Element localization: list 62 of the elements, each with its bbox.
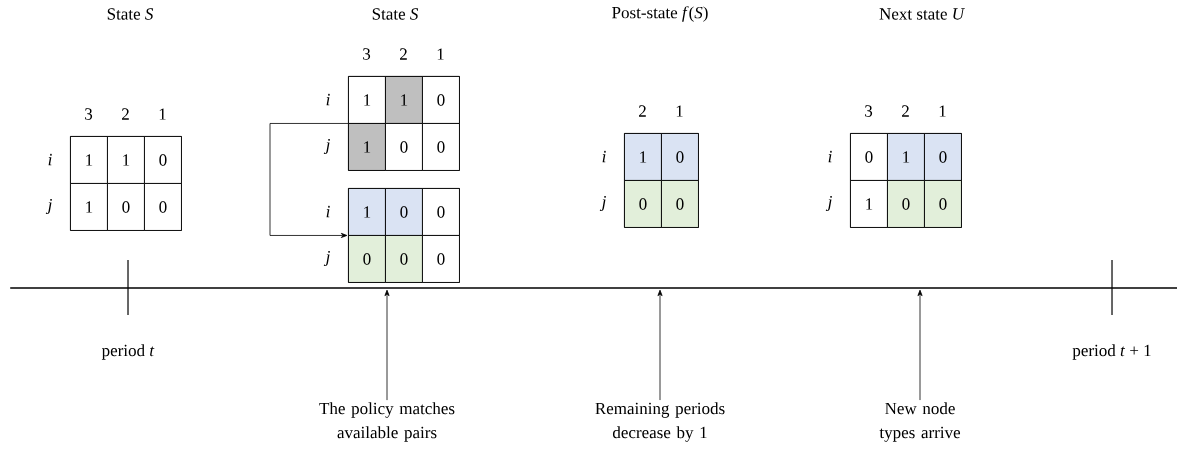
table-cell: 0 [107, 183, 145, 231]
column-header: 1 [939, 105, 946, 117]
row-label: j [323, 251, 330, 266]
arrow [917, 289, 923, 401]
row-label: j [323, 139, 330, 154]
column-header: 3 [85, 108, 93, 120]
row-label: i [602, 150, 606, 163]
table-cell: 0 [850, 133, 888, 181]
row-label: i [326, 93, 330, 106]
table-cell: 0 [422, 123, 460, 171]
column-header: 3 [865, 105, 873, 117]
column-header: 2 [400, 48, 407, 60]
table-cell: 0 [422, 235, 460, 283]
arrow [384, 289, 390, 401]
column-header: 3 [363, 48, 371, 60]
table-cell: 0 [887, 180, 925, 228]
table-cell: 0 [924, 133, 962, 181]
table-cell: 1 [70, 183, 108, 231]
annotation-text: New node types arrive [879, 402, 960, 442]
table-cell: 1 [348, 188, 386, 236]
row-label: i [828, 150, 832, 163]
table-cell: 0 [624, 180, 662, 228]
row-label: j [45, 199, 52, 214]
table-cell: 0 [661, 133, 699, 181]
table-cell: 0 [385, 235, 423, 283]
column-header: 2 [122, 108, 129, 120]
table-cell: 1 [850, 180, 888, 228]
table-cell: 0 [385, 123, 423, 171]
column-header: 1 [437, 48, 444, 60]
table-cell: 0 [661, 180, 699, 228]
state-title: State S [107, 8, 154, 20]
table-cell: 0 [385, 188, 423, 236]
table-cell: 0 [144, 136, 182, 184]
table-cell: 1 [70, 136, 108, 184]
table-cell: 0 [422, 76, 460, 124]
state-title: Next state U [879, 8, 965, 20]
bracket-arrow [269, 123, 349, 238]
column-header: 2 [902, 105, 909, 117]
table-cell: 1 [385, 76, 423, 124]
table-cell: 1 [107, 136, 145, 184]
table-cell: 0 [422, 188, 460, 236]
table-cell: 1 [624, 133, 662, 181]
arrow [657, 289, 663, 401]
table-cell: 1 [348, 123, 386, 171]
table-cell: 1 [887, 133, 925, 181]
row-label: i [326, 205, 330, 218]
annotation-text: The policy matches available pairs [319, 402, 455, 442]
table-cell: 0 [144, 183, 182, 231]
annotation-text: Remaining periods decrease by 1 [595, 402, 725, 442]
period-label: period t + 1 [1072, 344, 1151, 360]
state-title: Post-state f(S) [612, 6, 708, 22]
period-label: period t [101, 344, 155, 360]
row-label: i [48, 153, 52, 166]
row-label: j [599, 196, 606, 211]
column-header: 2 [639, 105, 646, 117]
table-cell: 0 [924, 180, 962, 228]
state-title: State S [372, 8, 419, 20]
column-header: 1 [676, 105, 683, 117]
row-label: j [825, 196, 832, 211]
table-cell: 1 [348, 76, 386, 124]
column-header: 1 [159, 108, 166, 120]
table-cell: 0 [348, 235, 386, 283]
